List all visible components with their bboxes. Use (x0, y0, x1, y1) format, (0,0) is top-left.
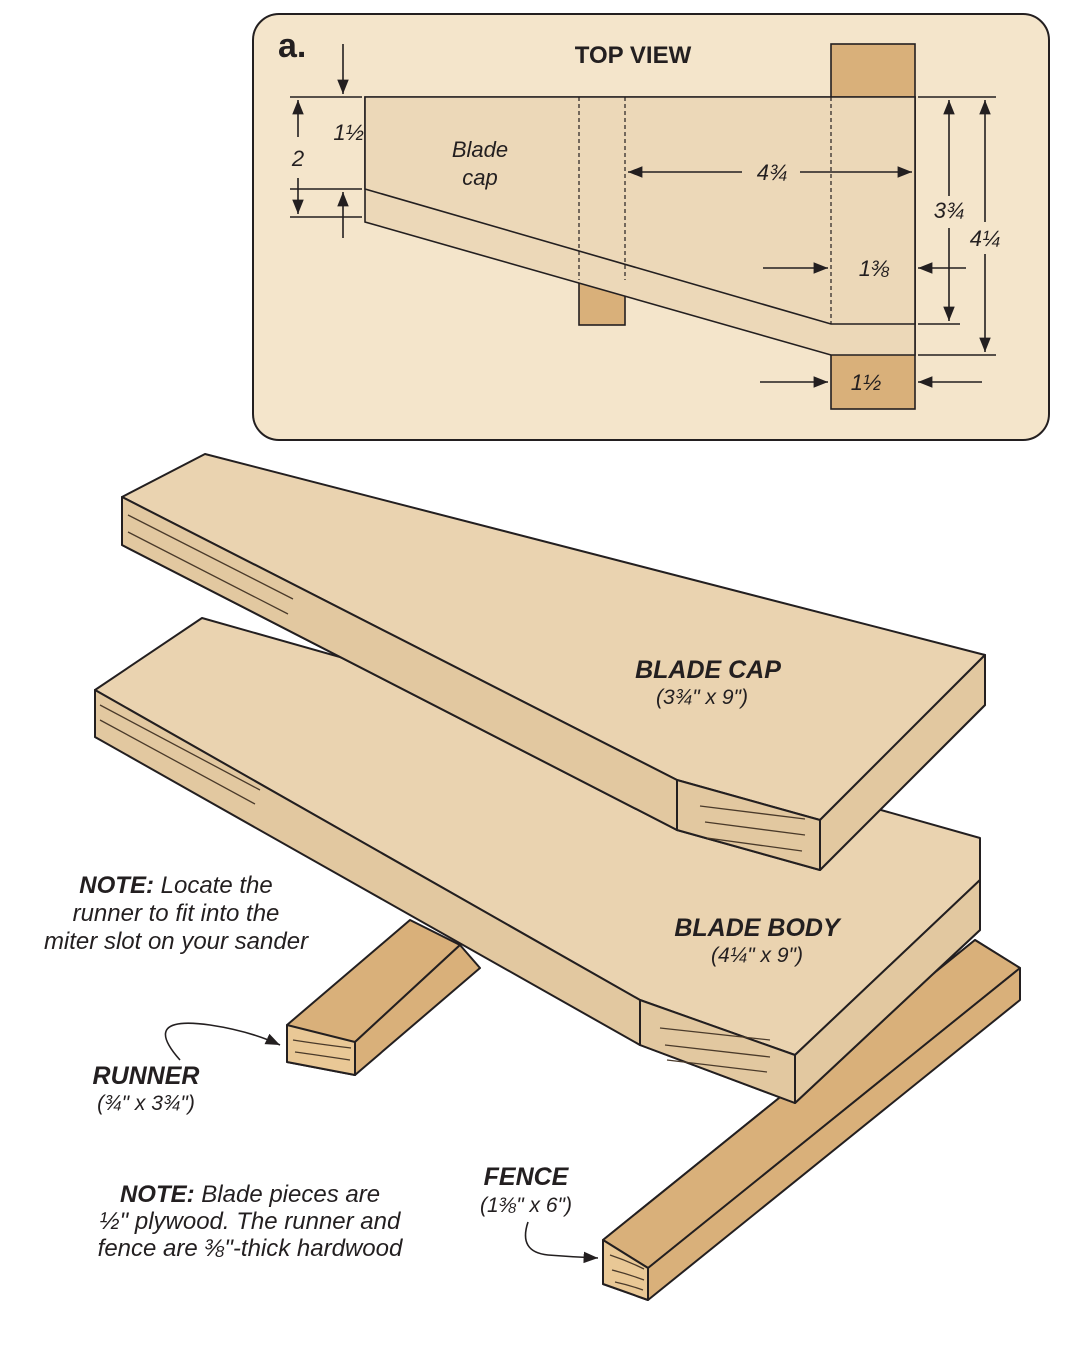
blade-cap-size: (3¾" x 9") (656, 686, 748, 709)
dim-runner-width: 1½ (851, 370, 882, 395)
dim-right-inner: 3¾ (934, 198, 965, 223)
dim-width-top: 4¾ (757, 160, 788, 185)
exploded-view: BLADE BODY (4¼" x 9") BLADE CAP (3¾" x 9… (44, 453, 1021, 1301)
runner-grain (292, 1039, 352, 1061)
runner-size: (¾" x 3¾") (97, 1092, 195, 1115)
top-view-detail: a. TOP VIEW Blade cap 1½ 2 4¾ (252, 13, 1050, 441)
blade-cap-front (121, 496, 678, 831)
blade-body-name: BLADE BODY (674, 914, 842, 942)
blade-cap-plies (127, 514, 806, 852)
runner-note-line3: miter slot on your sander (44, 928, 309, 955)
blade-cap-label-line2: cap (462, 165, 497, 190)
blade-body-plies (99, 704, 771, 1073)
fence-edge (647, 967, 1021, 1269)
detail-title: TOP VIEW (575, 42, 692, 69)
material-note-line2: ½" plywood. The runner and (100, 1208, 401, 1235)
material-note: NOTE: Blade pieces are ½" plywood. The r… (98, 1181, 403, 1262)
dim-fence-width: 1⅜ (859, 256, 890, 281)
runner-name: RUNNER (93, 1062, 200, 1090)
fence-leader (524, 1221, 599, 1264)
runner-note-line1: NOTE: Locate the (79, 872, 272, 899)
blade-body-front (94, 689, 641, 1046)
blade-cap-side (819, 654, 986, 871)
runner-note-line2: runner to fit into the (73, 900, 280, 927)
blade-body-size: (4¼" x 9") (711, 944, 803, 967)
fence-size: (1⅜" x 6") (480, 1194, 572, 1217)
fence-3d (602, 939, 1021, 1301)
dim-left-total: 2 (291, 146, 304, 171)
runner-note: NOTE: Locate the runner to fit into the … (44, 872, 309, 955)
runner-leader (164, 1022, 281, 1061)
detail-letter: a. (278, 27, 306, 65)
blade-body-3d: BLADE BODY (4¼" x 9") (94, 617, 981, 1104)
fence-name: FENCE (484, 1163, 570, 1191)
runner-end-grain (286, 1024, 356, 1076)
fence-end-grain (602, 1239, 649, 1301)
dim-right-outer: 4¼ (970, 226, 1001, 251)
blade-body-side (794, 879, 981, 1104)
material-note-line3: fence are ⅜"-thick hardwood (98, 1235, 403, 1262)
fence-grain (609, 1254, 645, 1291)
runner-3d (286, 919, 481, 1076)
blade-cap-3d: BLADE CAP (3¾" x 9") (121, 453, 986, 871)
material-note-line1: NOTE: Blade pieces are (120, 1181, 380, 1208)
blade-cap-label-line1: Blade (452, 137, 508, 162)
blade-cap-name: BLADE CAP (635, 656, 781, 684)
dim-left-upper: 1½ (333, 120, 364, 145)
